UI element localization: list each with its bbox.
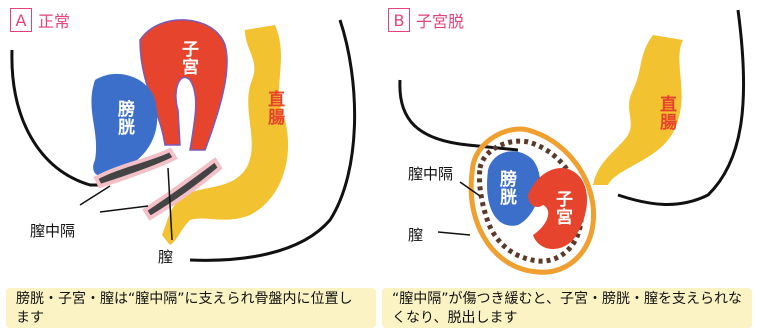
body-outline: [12, 50, 100, 185]
vagina-arrow: [438, 232, 470, 235]
bladder-label: 膀胱: [112, 100, 137, 136]
panel-prolapse: B 子宮脱 膀胱 子宮 直腸 膣中隔 膣 “膣中隔”が傷つき緩むと、子宮・膀胱・…: [378, 0, 756, 334]
prolapse-anatomy-diagram: [378, 0, 756, 290]
body-outline: [400, 80, 518, 150]
caption-prolapse: “膣中隔”が傷つき緩むと、子宮・膀胱・膣を支えられなくなり、脱出します: [382, 288, 752, 328]
vagina-annotation: 膣: [158, 246, 173, 267]
rectum-label: 直腸: [262, 90, 287, 126]
bladder-label: 膀胱: [494, 170, 519, 206]
caption-normal: 膀胱・子宮・膣は“膣中隔”に支えられ骨盤内に位置します: [6, 288, 376, 328]
rectum-label: 直腸: [654, 95, 679, 131]
uterus-label: 子宮: [550, 190, 575, 226]
septum-arrow-1: [80, 186, 110, 205]
septum-arrow-2: [100, 206, 148, 212]
septum-annotation: 膣中隔: [30, 220, 75, 241]
panel-normal: A 正常 膀胱 子宮 直腸 膣中隔 膣 膀胱・子宮・膣は“膣中隔”に支えられ骨盤…: [0, 0, 378, 334]
septum-annotation: 膣中隔: [408, 163, 453, 184]
vagina-annotation: 膣: [408, 224, 423, 245]
uterus-label: 子宮: [176, 40, 201, 76]
